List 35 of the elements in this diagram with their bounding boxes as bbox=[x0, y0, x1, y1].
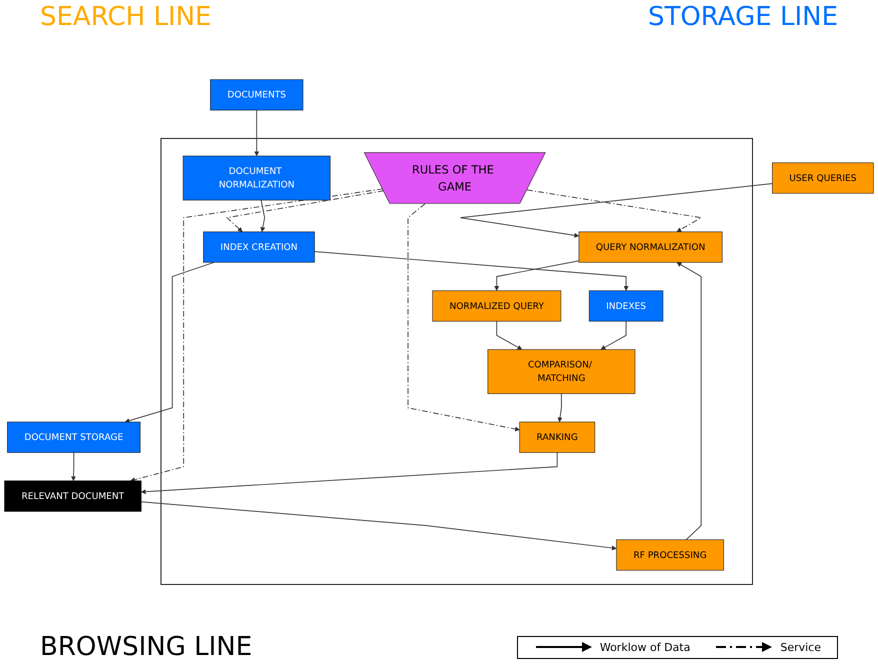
arrow bbox=[140, 501, 617, 550]
arrow bbox=[124, 262, 214, 424]
arrow bbox=[496, 320, 522, 350]
legend-text: Worklow of Data bbox=[600, 640, 690, 654]
arrow bbox=[314, 251, 629, 291]
arrow bbox=[558, 393, 562, 422]
node-box: INDEXES bbox=[588, 290, 664, 322]
arrow bbox=[494, 260, 580, 291]
node-box: RANKING bbox=[519, 422, 596, 453]
line-title: STORAGE LINE bbox=[648, 2, 838, 32]
line-title: SEARCH LINE bbox=[40, 2, 212, 32]
arrow bbox=[71, 452, 76, 482]
arrow bbox=[526, 189, 702, 232]
node-box: DOCUMENT NORMALIZATION bbox=[182, 156, 331, 200]
arrow bbox=[600, 320, 626, 350]
node-box: DOCUMENT STORAGE bbox=[7, 422, 140, 453]
node-box: RELEVANT DOCUMENT bbox=[4, 480, 142, 512]
arrow bbox=[408, 203, 520, 432]
arrow bbox=[130, 188, 383, 482]
arrow bbox=[460, 183, 773, 238]
node-box: QUERY NORMALIZATION bbox=[578, 232, 723, 263]
arrow bbox=[676, 262, 702, 540]
node-box: NORMALIZED QUERY bbox=[432, 290, 562, 322]
node-box: RF PROCESSING bbox=[616, 539, 724, 571]
legend-text: Service bbox=[780, 640, 821, 654]
node-box: COMPARISON/ MATCHING bbox=[488, 349, 636, 394]
node-box: DOCUMENTS bbox=[210, 79, 304, 110]
arrow bbox=[260, 200, 266, 232]
arrow bbox=[140, 452, 558, 494]
node-box: USER QUERIES bbox=[772, 162, 874, 194]
cluster bbox=[160, 138, 753, 585]
node-box: INDEX CREATION bbox=[203, 232, 315, 263]
arrow bbox=[226, 190, 384, 232]
line-title: BROWSING LINE bbox=[40, 632, 252, 662]
arrow bbox=[254, 110, 260, 156]
